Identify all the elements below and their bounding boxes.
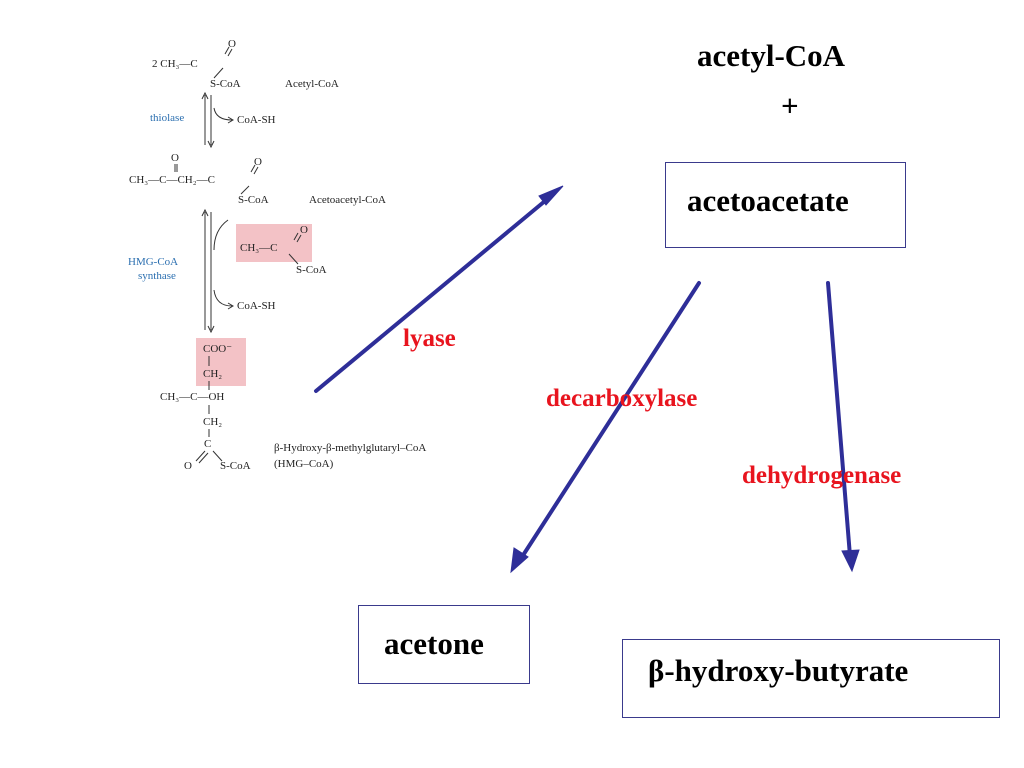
bond-c-o-2b <box>253 166 259 175</box>
hmg-scoa: S-CoA <box>220 460 251 472</box>
decarboxylase-label: decarboxylase <box>546 385 698 412</box>
plus-sign: + <box>781 88 799 123</box>
hmg-central-carbon: CH₃—C—OH <box>160 391 225 403</box>
thiolase-arrowhead-up <box>201 91 209 100</box>
bond-c-o-3 <box>293 232 299 241</box>
thiolase-arrowhead-down <box>207 140 215 149</box>
carboxyl-highlight <box>196 338 246 386</box>
acetoacetyl-scoa: S-CoA <box>238 194 269 206</box>
lyase-arrow-shaft <box>314 194 553 393</box>
synthase-arrowhead-down <box>207 325 215 334</box>
bond-c-o-3b <box>296 234 302 243</box>
acetoacetyl-formula: CH₃—C—CH₂—C <box>129 174 215 186</box>
lyase-label: lyase <box>403 325 456 352</box>
acetoacetate-box: acetoacetate <box>665 162 906 248</box>
coash-curve-1 <box>213 107 233 121</box>
acetone-node: acetone <box>384 626 484 661</box>
synthase-arrowhead-up <box>201 208 209 217</box>
bond-c-s-3 <box>288 253 299 265</box>
acetone-box: acetone <box>358 605 530 684</box>
decarboxylase-arrow-shaft <box>518 281 701 562</box>
coash-curve-2 <box>213 289 233 307</box>
added-acetyl-o: O <box>300 224 308 236</box>
added-acetyl-formula: CH₃—C <box>240 242 278 254</box>
bond-c-o-2 <box>250 164 256 173</box>
acetyl-coa-name: Acetyl-CoA <box>285 78 339 90</box>
hmg-thioester-c: C <box>204 438 212 450</box>
coash-product-1: CoA-SH <box>237 114 276 126</box>
acetyl-group-highlight <box>236 224 312 262</box>
coash-product-2: CoA-SH <box>237 300 276 312</box>
dehydrogenase-arrowhead <box>841 549 860 573</box>
hmg-coa-synthase-line1: HMG-CoA <box>128 256 179 268</box>
acetoacetyl-coa-name: Acetoacetyl-CoA <box>309 194 386 206</box>
hmg-ch2-top: CH₂ <box>203 368 223 380</box>
acetyl-coa-carbonyl-o: O <box>228 38 236 50</box>
bond-thio-o <box>195 450 206 462</box>
decarboxylase-arrowhead <box>510 547 529 574</box>
bond-c-s-2 <box>240 185 250 195</box>
dehydrogenase-arrow-shaft <box>826 281 852 558</box>
acetyl-coa-formula: 2 CH₃—C <box>152 58 198 70</box>
hmg-coa-abbrev: (HMG–CoA) <box>274 458 334 470</box>
beta-hydroxybutyrate-box: β-hydroxy-butyrate <box>622 639 1000 718</box>
hmg-ch2-bottom: CH₂ <box>203 416 223 428</box>
dehydrogenase-label: dehydrogenase <box>742 462 902 489</box>
acetyl-in-curve <box>213 219 229 251</box>
bond-c-o-1b <box>227 48 233 57</box>
hmg-coa-name: β-Hydroxy-β-methylglutaryl–CoA <box>274 442 427 454</box>
acetoacetyl-o-2: O <box>254 156 262 168</box>
acetoacetate-node: acetoacetate <box>687 183 849 218</box>
acetoacetyl-o-1: O <box>171 152 179 164</box>
hmg-coa-synthase-line2: synthase <box>138 270 176 282</box>
thiolase-label: thiolase <box>150 112 185 124</box>
coash-arrowhead-1 <box>227 116 234 124</box>
hmg-coo: COO⁻ <box>203 343 233 355</box>
beta-hydroxybutyrate-node: β-hydroxy-butyrate <box>648 653 909 688</box>
hmg-thioester-o: O <box>184 460 192 472</box>
bond-c-s-1 <box>213 67 224 79</box>
added-acetyl-scoa: S-CoA <box>296 264 327 276</box>
acetyl-coa-scoa: S-CoA <box>210 78 241 90</box>
lyase-arrowhead <box>538 185 564 206</box>
coash-arrowhead-2 <box>227 302 234 310</box>
pathway-bonds <box>174 46 302 464</box>
bond-thio-s <box>212 450 223 462</box>
bond-thio-o-b <box>198 452 209 464</box>
bond-c-o-1 <box>224 46 230 55</box>
acetyl-coa-node: acetyl-CoA <box>697 38 846 73</box>
